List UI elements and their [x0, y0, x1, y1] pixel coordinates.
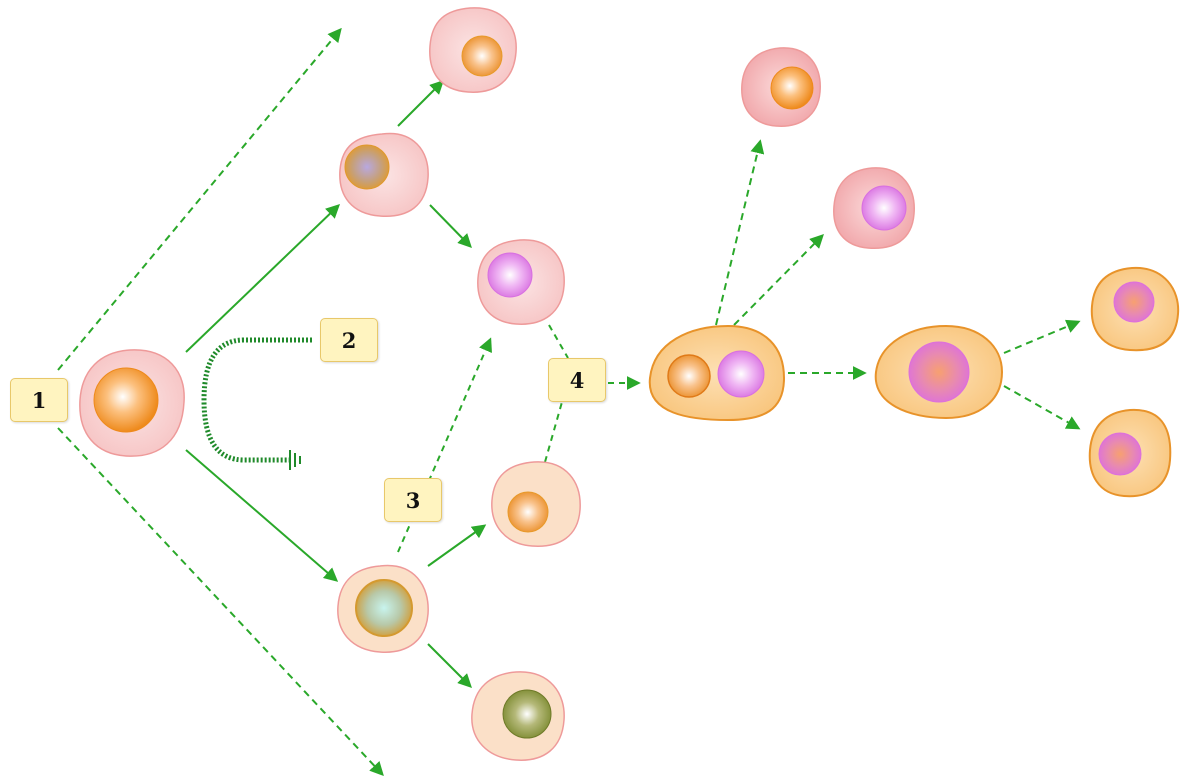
arrow-big-to-lower: [1003, 385, 1081, 430]
cell-lower-branch: [337, 564, 429, 653]
arrow-upper-to-violet: [429, 204, 472, 249]
nucleus-icon: [507, 491, 549, 533]
cell-upper-right-violet: [833, 167, 915, 249]
nucleus-icon: [1113, 281, 1155, 323]
arrow-stem-to-lower: [185, 449, 339, 582]
cell-right-lower: [1088, 408, 1172, 498]
arrow-big-to-upper: [1003, 319, 1081, 354]
nucleus-icon: [355, 579, 413, 637]
line-violet-to-4: [548, 324, 569, 359]
arrow-stem-to-upper: [185, 204, 341, 353]
nucleus-icon: [770, 66, 814, 110]
arrow-fused-to-violet: [733, 234, 824, 326]
nucleus-icon: [667, 354, 711, 398]
cell-upper-right-orange: [741, 47, 821, 127]
arrow-upper-to-top: [397, 80, 444, 127]
line-small-to-4: [544, 401, 563, 463]
nucleus-icon: [461, 35, 503, 77]
arrow-1-to-top: [57, 27, 342, 371]
nucleus-icon: [487, 252, 533, 298]
arrow-lower-to-olive: [427, 643, 472, 688]
step-label-2: 2: [320, 318, 378, 362]
cell-olive: [471, 671, 565, 761]
nucleus-icon: [344, 144, 390, 190]
nucleus-icon: [502, 689, 552, 739]
cell-stem: [79, 349, 185, 457]
nucleus-icon: [93, 367, 159, 433]
cell-right-upper: [1090, 266, 1180, 352]
arrow-fused-to-orange: [715, 139, 765, 326]
cell-upper-branch: [339, 132, 429, 217]
arrow-lower-to-small: [427, 524, 487, 567]
step-label-4: 4: [548, 358, 606, 402]
step-label-1: 1: [10, 378, 68, 422]
nucleus-icon: [908, 341, 970, 403]
step-label-3: 3: [384, 478, 442, 522]
nucleus-icon: [861, 185, 907, 231]
cell-fused: [648, 324, 786, 422]
cell-large-orange: [874, 324, 1004, 420]
inhibition-curve: [201, 337, 312, 470]
cell-top: [429, 7, 517, 93]
cell-small-orange: [491, 461, 581, 547]
cell-violet-mid: [477, 239, 565, 325]
nucleus-icon: [717, 350, 765, 398]
nucleus-icon: [1098, 432, 1142, 476]
arrows: [57, 27, 1081, 777]
